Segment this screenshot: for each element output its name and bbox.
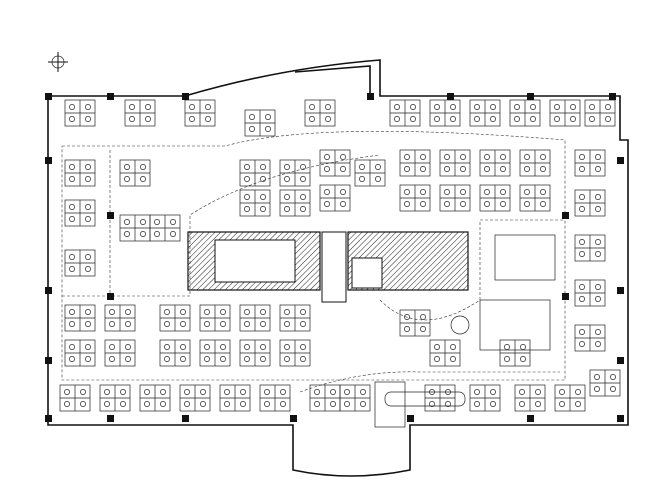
workstation-cluster bbox=[554, 384, 586, 412]
workstation-cluster bbox=[519, 184, 551, 212]
workstation-cluster bbox=[354, 159, 386, 187]
workstation-cluster bbox=[259, 384, 291, 412]
workstation-cluster bbox=[199, 304, 231, 332]
stair-left bbox=[214, 239, 296, 283]
workstation-cluster bbox=[389, 99, 421, 127]
column bbox=[617, 415, 624, 422]
workstation-cluster bbox=[64, 159, 96, 187]
workstation-cluster bbox=[549, 99, 581, 127]
workstation-cluster bbox=[124, 99, 156, 127]
workstation-cluster bbox=[159, 339, 191, 367]
workstation-cluster bbox=[279, 304, 311, 332]
north-arrow-icon bbox=[48, 52, 68, 72]
workstation-cluster bbox=[239, 339, 271, 367]
column bbox=[182, 93, 189, 100]
workstation-cluster bbox=[439, 184, 471, 212]
column bbox=[182, 415, 189, 422]
workstation-cluster bbox=[139, 384, 171, 412]
workstation-cluster bbox=[399, 309, 431, 337]
column bbox=[45, 357, 52, 364]
workstation-cluster bbox=[64, 304, 96, 332]
column bbox=[107, 212, 114, 219]
workstation-cluster bbox=[574, 234, 606, 262]
workstation-cluster bbox=[574, 324, 606, 352]
workstation-cluster bbox=[399, 149, 431, 177]
workstation-cluster bbox=[589, 369, 621, 397]
workstation-cluster bbox=[479, 149, 511, 177]
workstation-cluster bbox=[429, 99, 461, 127]
workstation-cluster bbox=[279, 159, 311, 187]
column bbox=[107, 93, 114, 100]
workstation-cluster bbox=[104, 339, 136, 367]
workstation-cluster bbox=[64, 249, 96, 277]
workstation-cluster bbox=[279, 339, 311, 367]
building-core bbox=[187, 231, 469, 303]
column bbox=[45, 93, 52, 100]
workstation-cluster bbox=[239, 304, 271, 332]
workstation-cluster bbox=[64, 339, 96, 367]
corridors bbox=[61, 131, 566, 393]
workstations bbox=[59, 99, 621, 412]
column bbox=[447, 93, 454, 100]
workstation-cluster bbox=[304, 99, 336, 127]
workstation-cluster bbox=[309, 384, 341, 412]
workstation-cluster bbox=[64, 199, 96, 227]
workstation-cluster bbox=[574, 149, 606, 177]
workstation-cluster bbox=[64, 99, 96, 127]
workstation-cluster bbox=[184, 99, 216, 127]
column bbox=[617, 287, 624, 294]
column bbox=[290, 415, 297, 422]
structural-columns bbox=[45, 93, 624, 422]
column bbox=[617, 357, 624, 364]
workstation-cluster bbox=[99, 384, 131, 412]
workstation-cluster bbox=[199, 339, 231, 367]
workstation-cluster bbox=[319, 149, 351, 177]
stair-right bbox=[351, 257, 383, 289]
column bbox=[45, 157, 52, 164]
workstation-cluster bbox=[59, 384, 91, 412]
workstation-cluster bbox=[244, 109, 276, 137]
workstation-cluster bbox=[429, 339, 461, 367]
workstation-cluster bbox=[584, 99, 616, 127]
column bbox=[609, 93, 616, 100]
workstation-cluster bbox=[219, 384, 251, 412]
workstation-cluster bbox=[469, 384, 501, 412]
workstation-cluster bbox=[319, 184, 351, 212]
workstation-cluster bbox=[279, 189, 311, 217]
column bbox=[527, 93, 534, 100]
column bbox=[45, 287, 52, 294]
column bbox=[562, 212, 569, 219]
workstation-cluster bbox=[514, 384, 546, 412]
workstation-cluster bbox=[469, 99, 501, 127]
workstation-cluster bbox=[574, 189, 606, 217]
column bbox=[107, 415, 114, 422]
column bbox=[617, 157, 624, 164]
workstation-cluster bbox=[104, 304, 136, 332]
workstation-cluster bbox=[119, 159, 151, 187]
workstation-cluster bbox=[159, 304, 191, 332]
workstation-cluster bbox=[499, 339, 531, 367]
exterior-walls bbox=[47, 59, 629, 477]
workstation-cluster bbox=[574, 279, 606, 307]
workstation-cluster bbox=[119, 214, 151, 242]
workstation-cluster bbox=[339, 384, 371, 412]
column bbox=[45, 415, 52, 422]
workstation-cluster bbox=[149, 214, 181, 242]
workstation-cluster bbox=[439, 149, 471, 177]
column bbox=[527, 415, 534, 422]
workstation-cluster bbox=[424, 384, 456, 412]
column bbox=[107, 293, 114, 300]
workstation-cluster bbox=[479, 184, 511, 212]
column bbox=[407, 415, 414, 422]
workstation-cluster bbox=[399, 184, 431, 212]
workstation-cluster bbox=[239, 189, 271, 217]
elevator-lobby bbox=[321, 231, 347, 303]
workstation-cluster bbox=[239, 159, 271, 187]
workstation-cluster bbox=[519, 149, 551, 177]
workstation-cluster bbox=[509, 99, 541, 127]
column bbox=[367, 93, 374, 100]
workstation-cluster bbox=[179, 384, 211, 412]
column bbox=[562, 293, 569, 300]
